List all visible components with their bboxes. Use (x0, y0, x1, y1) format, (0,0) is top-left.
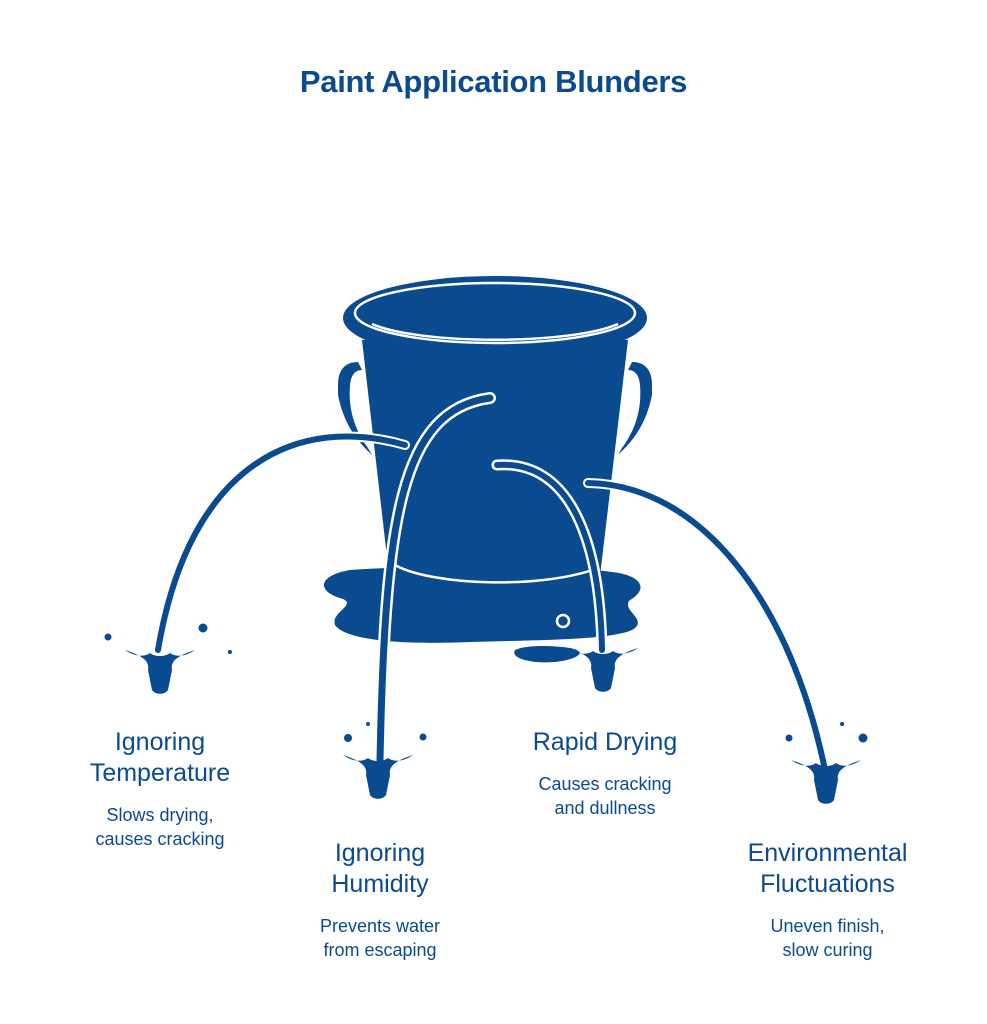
paint-stream-humidity (376, 394, 494, 764)
splash-icon (785, 722, 868, 804)
item-description: Slows drying, causes cracking (95, 805, 225, 849)
bucket-handle-left (338, 362, 372, 455)
item-title: Ignoring Humidity (331, 839, 429, 898)
item-ignoring-humidity: Ignoring Humidity Prevents water from es… (280, 838, 480, 962)
bucket-handle-right (618, 362, 652, 455)
item-title: Environmental Fluctuations (747, 839, 908, 898)
item-environmental-fluctuations: Environmental Fluctuations Uneven finish… (720, 838, 935, 962)
item-title: Ignoring Temperature (89, 728, 231, 787)
item-description: Uneven finish, slow curing (770, 916, 885, 960)
splash-icon (104, 623, 232, 694)
bucket-body (362, 340, 628, 631)
item-rapid-drying: Rapid Drying Causes cracking and dullnes… (500, 727, 710, 820)
paint-stream-environment (585, 480, 828, 773)
paint-stream-rapid (494, 461, 605, 653)
splash-icon (343, 722, 427, 799)
item-description: Causes cracking and dullness (538, 774, 672, 818)
item-ignoring-temperature: Ignoring Temperature Slows drying, cause… (60, 727, 260, 851)
splash-icon (568, 648, 638, 692)
splash-group (104, 623, 868, 804)
paint-stream-temperature (155, 433, 408, 653)
page-title: Paint Application Blunders (299, 64, 688, 99)
item-title: Rapid Drying (532, 728, 678, 756)
bucket-rim (343, 276, 647, 360)
item-description: Prevents water from escaping (319, 916, 441, 960)
